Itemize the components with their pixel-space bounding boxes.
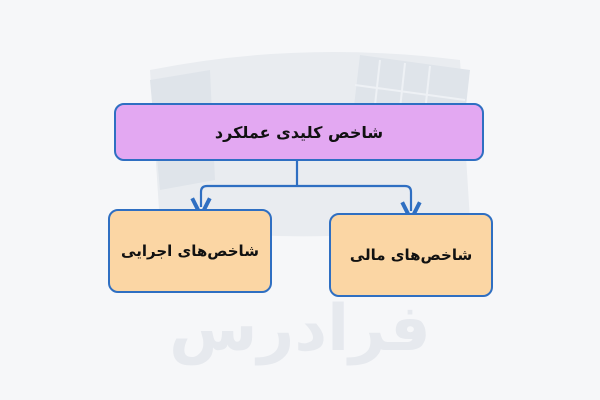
child-node-label-financial: شاخص‌های مالی <box>349 246 473 264</box>
connector-branch-left <box>201 184 297 207</box>
root-node-kpi: شاخص کلیدی عملکرد <box>114 103 484 161</box>
connector-branch-right <box>297 184 411 211</box>
watermark-text: فرادرس <box>169 292 431 366</box>
child-node-label-operational: شاخص‌های اجرایی <box>121 242 259 260</box>
child-node-operational-kpis: شاخص‌های اجرایی <box>108 209 272 293</box>
child-node-financial-kpis: شاخص‌های مالی <box>329 213 493 297</box>
root-node-label: شاخص کلیدی عملکرد <box>214 122 384 142</box>
